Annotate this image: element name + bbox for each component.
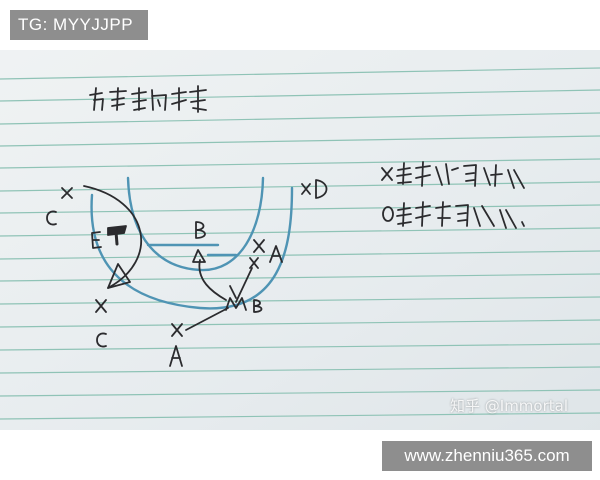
zhihu-watermark: 知乎 @Immortal <box>450 397 569 415</box>
telegram-watermark: TG: MYYJJPP <box>10 10 148 40</box>
site-watermark: www.zhenniu365.com <box>382 441 592 471</box>
pencil-marks <box>46 85 525 367</box>
